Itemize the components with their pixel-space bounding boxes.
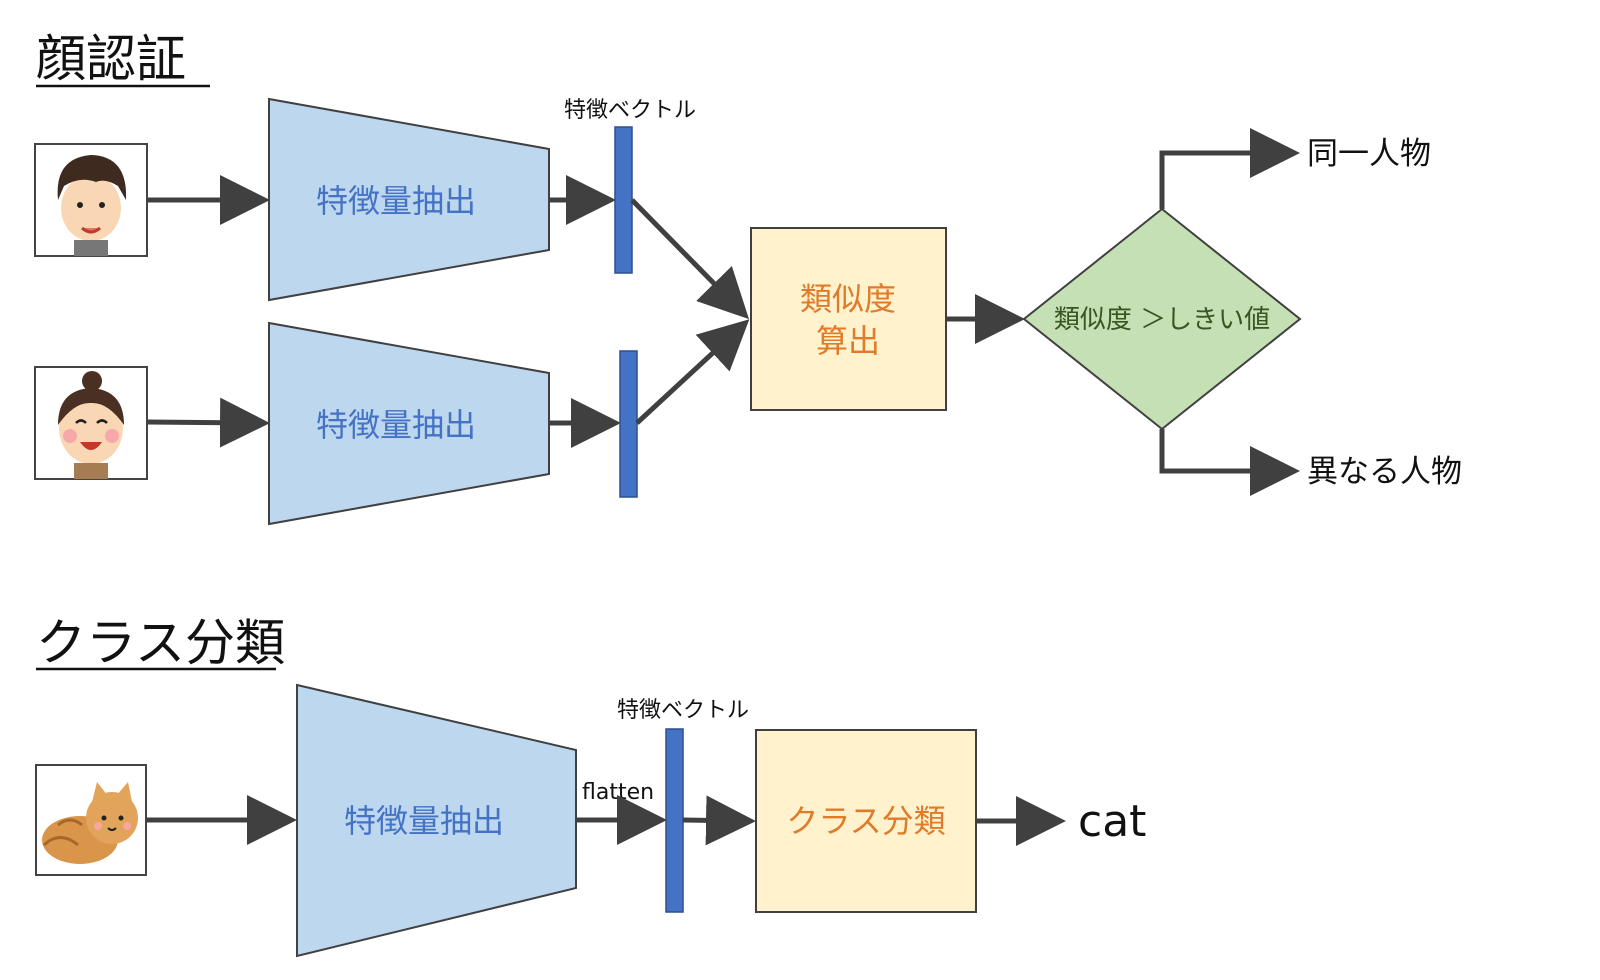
output-same-person: 同一人物 — [1307, 136, 1431, 172]
feature-extractor-2: 特徴量抽出 — [268, 321, 550, 526]
feature-extractor-3: 特徴量抽出 — [296, 683, 577, 958]
feature-vector-bar-1 — [614, 126, 633, 274]
classifier-box: クラス分類 — [755, 729, 977, 913]
feature-extractor-1: 特徴量抽出 — [268, 97, 550, 302]
arrow-vector-to-classifier — [682, 795, 756, 846]
similarity-label-line2: 算出 — [816, 322, 880, 360]
flatten-label: flatten — [582, 780, 654, 805]
feature-vector-label: 特徴ベクトル — [564, 98, 696, 123]
extractor-label: 特徴量抽出 — [316, 182, 476, 220]
cat-icon — [35, 764, 147, 876]
arrow-vector2-to-similarity — [635, 319, 750, 425]
similarity-label-line1: 類似度 — [800, 280, 896, 318]
arrow-vector1-to-similarity — [630, 198, 750, 320]
feature-vector-label: 特徴ベクトル — [617, 698, 749, 723]
woman-face-icon — [34, 366, 148, 480]
classifier-label: クラス分類 — [786, 802, 945, 840]
extractor-label: 特徴量抽出 — [344, 802, 504, 840]
decision-label: 類似度 ＞しきい値 — [1054, 305, 1270, 335]
arrow-to-same-person — [1159, 128, 1300, 209]
similarity-calc-box: 類似度 算出 — [750, 227, 947, 411]
extractor-label: 特徴量抽出 — [316, 406, 476, 444]
threshold-decision: 類似度 ＞しきい値 — [1022, 207, 1302, 431]
man-face-icon — [34, 143, 148, 257]
feature-vector-bar-3 — [665, 728, 684, 913]
section-title-classification: クラス分類 — [36, 614, 285, 672]
feature-vector-bar-2 — [619, 350, 638, 498]
arrow-face2-to-extractor — [146, 397, 270, 448]
arrow-to-different-person — [1159, 429, 1300, 496]
section-title-face-auth: 顔認証 — [36, 30, 186, 88]
output-different-person: 異なる人物 — [1307, 454, 1462, 490]
classification-output: cat — [1078, 796, 1146, 847]
